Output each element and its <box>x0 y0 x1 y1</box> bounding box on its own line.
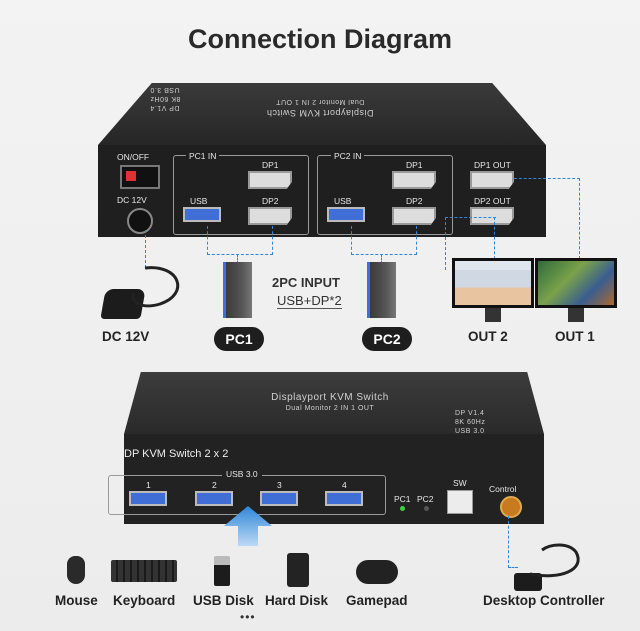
pc1-led <box>400 506 405 511</box>
pc2-tower <box>367 262 396 318</box>
peripheral-mouse: Mouse <box>55 593 98 608</box>
pc1-in-group <box>173 155 309 235</box>
on-off-label: ON/OFF <box>117 152 149 162</box>
dc-cable-line <box>145 230 146 268</box>
monitor-out2 <box>452 258 534 308</box>
gamepad-icon <box>356 560 398 584</box>
pc2-in-group <box>317 155 453 235</box>
pc2-indicator-label: PC2 <box>417 494 434 504</box>
more-indicator: ••• <box>240 610 256 624</box>
peripheral-usb-disk: USB Disk <box>193 593 254 608</box>
usb-disk-icon <box>214 556 230 586</box>
out2-caption: OUT 2 <box>468 329 508 344</box>
top-device-name: Displayport KVM Switch <box>200 108 440 118</box>
controller-cable-line <box>508 516 509 568</box>
pc1-tower <box>223 262 252 318</box>
usb-hub-label: USB 3.0 <box>222 469 262 479</box>
model-label: DP KVM Switch 2 x 2 <box>124 448 228 460</box>
usb-port-1-label: 1 <box>146 480 151 490</box>
arrow-up-icon <box>224 506 272 546</box>
pc1-usb-port[interactable] <box>183 207 221 222</box>
dc-power-port[interactable] <box>127 208 153 234</box>
pc2-dp1-label: DP1 <box>406 160 423 170</box>
switch-button[interactable] <box>447 490 473 514</box>
monitor-out1 <box>535 258 617 308</box>
power-adapter-cable <box>120 264 200 316</box>
bottom-device-spec-2: 8K 60Hz <box>455 419 485 426</box>
pc1-dp1-port[interactable] <box>248 171 292 189</box>
usb-port-3-label: 3 <box>277 480 282 490</box>
bottom-device-spec-1: DP V1.4 <box>455 410 484 417</box>
control-port[interactable] <box>500 496 522 518</box>
desktop-controller-cable <box>520 540 590 586</box>
pc2-dp2-port[interactable] <box>392 207 436 225</box>
pc2-cable-line <box>351 226 417 255</box>
monitor-out2-stand <box>485 308 501 322</box>
dp2-out-label: DP2 OUT <box>474 196 511 206</box>
pc1-badge: PC1 <box>214 327 264 351</box>
usb-port-2[interactable] <box>195 491 233 506</box>
top-device-spec-1: DP V1.4 <box>150 104 179 111</box>
top-device-spec-2: 8K 60Hz <box>150 95 180 102</box>
power-switch[interactable] <box>120 165 160 189</box>
pc1-indicator-label: PC1 <box>394 494 411 504</box>
pc2-led <box>424 506 429 511</box>
bottom-device-name: Displayport KVM Switch <box>200 392 460 403</box>
pc1-cable-line <box>207 226 273 255</box>
dp1-out-label: DP1 OUT <box>474 160 511 170</box>
pc2-usb-label: USB <box>334 196 351 206</box>
out1-caption: OUT 1 <box>555 329 595 344</box>
usb-port-4[interactable] <box>325 491 363 506</box>
usb-port-3[interactable] <box>260 491 298 506</box>
pc2-dp1-port[interactable] <box>392 171 436 189</box>
top-device-spec-3: USB 3.0 <box>150 86 180 93</box>
desktop-controller-caption: Desktop Controller <box>483 593 605 608</box>
mouse-icon <box>67 556 85 584</box>
pc1-dp2-label: DP2 <box>262 196 279 206</box>
pc1-dp2-port[interactable] <box>248 207 292 225</box>
controller-cable-line-h <box>508 567 518 568</box>
peripheral-gamepad: Gamepad <box>346 593 408 608</box>
pc2-in-label: PC2 IN <box>331 151 364 161</box>
usb-port-4-label: 4 <box>342 480 347 490</box>
usb-port-1[interactable] <box>129 491 167 506</box>
peripheral-hard-disk: Hard Disk <box>265 593 328 608</box>
dc-port-label: DC 12V <box>117 195 147 205</box>
input-caption-1: 2PC INPUT <box>272 275 340 290</box>
dc-caption: DC 12V <box>102 329 149 344</box>
peripheral-keyboard: Keyboard <box>113 593 175 608</box>
out1-cable-line <box>514 178 580 259</box>
pc1-usb-label: USB <box>190 196 207 206</box>
page-title: Connection Diagram <box>0 24 640 55</box>
sw-label: SW <box>453 478 467 488</box>
pc2-dp2-label: DP2 <box>406 196 423 206</box>
pc2-badge: PC2 <box>362 327 412 351</box>
keyboard-icon <box>111 560 177 582</box>
pc1-dp1-label: DP1 <box>262 160 279 170</box>
monitor-out1-stand <box>568 308 584 322</box>
input-caption-2: USB+DP*2 <box>277 293 342 309</box>
usb-port-2-label: 2 <box>212 480 217 490</box>
dp1-out-port[interactable] <box>470 171 514 189</box>
hard-disk-icon <box>287 553 309 587</box>
top-device-sub: Dual Monitor 2 IN 1 OUT <box>240 98 400 105</box>
bottom-device-sub: Dual Monitor 2 IN 1 OUT <box>250 405 410 412</box>
control-label: Control <box>489 484 516 494</box>
pc2-usb-port[interactable] <box>327 207 365 222</box>
pc1-in-label: PC1 IN <box>186 151 219 161</box>
